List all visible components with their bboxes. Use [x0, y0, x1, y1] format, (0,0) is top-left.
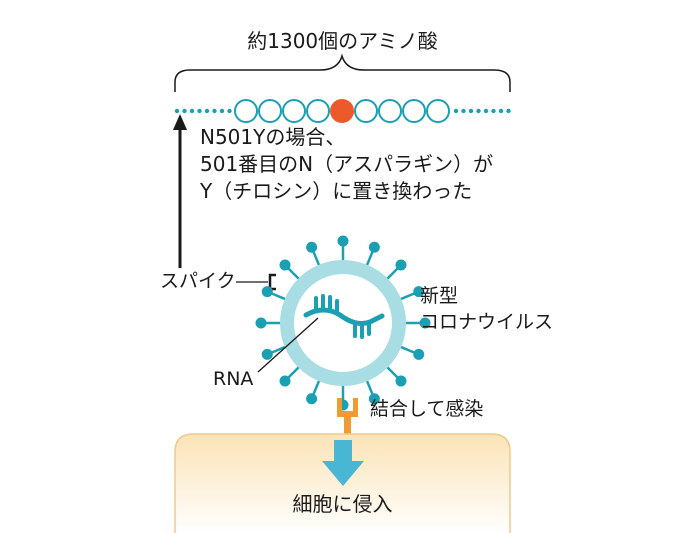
- spike-head: [261, 348, 273, 360]
- spike-head: [395, 259, 407, 271]
- chain-dot: [453, 108, 459, 114]
- spike-head: [306, 241, 318, 253]
- entry-arrow: [322, 440, 364, 486]
- amino-acid-count-label: 約1300個のアミノ酸: [247, 29, 438, 53]
- spike-head: [306, 393, 318, 405]
- spike-stem: [384, 266, 400, 282]
- spike-head: [255, 317, 267, 329]
- spike-head: [261, 286, 273, 298]
- chain-dot: [506, 108, 511, 114]
- amino-acid: [282, 99, 306, 123]
- spike-stem: [286, 364, 302, 380]
- chain-dot: [189, 108, 195, 114]
- spike-label: スパイク: [160, 270, 236, 292]
- spike-stem: [286, 266, 302, 282]
- rna-bases: [314, 294, 371, 339]
- mutation-note: N501Yの場合、 501番目のN（アスパラギン）が Y（チロシン）に置き換わっ…: [200, 124, 493, 205]
- chain-dot: [461, 108, 466, 114]
- virus-envelope: [280, 260, 406, 386]
- chain-dot: [227, 108, 232, 114]
- amino-acid: [306, 99, 330, 123]
- chain-dot: [468, 108, 474, 114]
- spike-head: [279, 259, 291, 271]
- brace: [174, 53, 511, 92]
- spike-head: [337, 235, 349, 247]
- rna-leader: [257, 317, 319, 373]
- amino-acid: [378, 99, 402, 123]
- mutation-note-line-1: N501Yの場合、: [200, 125, 346, 149]
- chain-dot: [197, 108, 202, 114]
- chain-dot: [204, 108, 210, 114]
- amino-acid: [426, 99, 450, 123]
- virus-label-line-2: コロナウイルス: [420, 310, 554, 333]
- spike-bracket: [268, 273, 276, 291]
- pointer-arrow-head: [173, 114, 187, 130]
- spike-stem: [384, 364, 400, 380]
- amino-acid: [402, 99, 426, 123]
- spike-head: [368, 393, 380, 405]
- chain-dot: [483, 108, 489, 114]
- receptor: [337, 398, 358, 438]
- mutation-note-line-2: 501番目のN（アスパラギン）が: [200, 152, 494, 176]
- chain-dot: [212, 108, 217, 114]
- chain-dot: [174, 108, 180, 114]
- chain-dot: [182, 108, 187, 114]
- chain-dot: [491, 108, 496, 114]
- chain-dot: [476, 108, 481, 114]
- spike-head: [368, 241, 380, 253]
- virus-spikes: [255, 235, 431, 411]
- cell-edge: [174, 433, 511, 533]
- spike-head: [395, 375, 407, 387]
- mutated-amino-acid: [330, 99, 354, 123]
- spike-head: [279, 375, 291, 387]
- cell-entry-label: 細胞に侵入: [292, 492, 393, 516]
- amino-acid: [354, 99, 378, 123]
- chain-dot: [498, 108, 504, 114]
- binding-label: 結合して感染: [370, 398, 484, 420]
- mutation-note-line-3: Y（チロシン）に置き換わった: [200, 179, 473, 203]
- spike-head: [413, 286, 425, 298]
- chain-dot: [219, 108, 225, 114]
- virus-label: 新型 コロナウイルス: [420, 284, 553, 335]
- amino-acid: [234, 99, 258, 123]
- spike-head: [413, 348, 425, 360]
- amino-acid: [258, 99, 282, 123]
- rna-label: RNA: [213, 368, 254, 390]
- spike-head: [419, 317, 431, 329]
- virus-label-line-1: 新型: [420, 285, 459, 307]
- amino-acid-chain: [174, 99, 511, 123]
- virus: [255, 235, 431, 411]
